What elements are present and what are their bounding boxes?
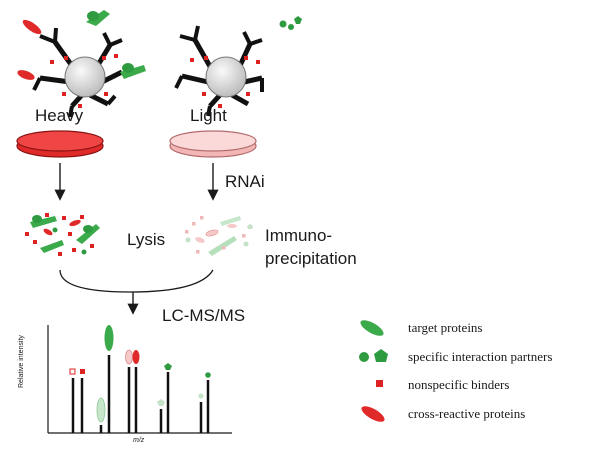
heavy-bead-complex	[17, 10, 146, 118]
light-label: Light	[190, 106, 227, 125]
rnai-label: RNAi	[225, 172, 265, 191]
light-lysate-cluster	[185, 216, 253, 256]
lysis-label: Lysis	[127, 230, 166, 249]
legend-label-partners: specific interaction partners	[408, 349, 553, 364]
mass-spectrum	[47, 325, 232, 434]
merge-bracket	[59, 269, 214, 293]
green-ellipse-icon	[360, 320, 384, 336]
legend-label-target: target proteins	[408, 320, 483, 335]
light-bead-complex	[174, 16, 302, 117]
immuno-label-line1: Immuno-	[265, 226, 333, 245]
red-ellipse-icon	[361, 406, 385, 422]
heavy-petri-dish	[16, 130, 104, 158]
heavy-lysate-cluster	[25, 213, 100, 256]
lcms-label: LC-MS/MS	[162, 306, 246, 325]
spectrum-x-label: m/z	[133, 437, 145, 444]
red-square-icon	[376, 380, 383, 387]
immuno-label-line2: precipitation	[265, 249, 357, 268]
green-circle-pentagon-icon	[359, 349, 388, 362]
legend-label-nonspecific: nonspecific binders	[408, 377, 510, 392]
light-petri-dish	[169, 130, 257, 158]
spectrum-y-label: Relative intensity	[18, 335, 25, 388]
legend	[359, 320, 388, 422]
legend-label-crossreactive: cross-reactive proteins	[408, 406, 526, 421]
heavy-label: Heavy	[35, 106, 84, 125]
